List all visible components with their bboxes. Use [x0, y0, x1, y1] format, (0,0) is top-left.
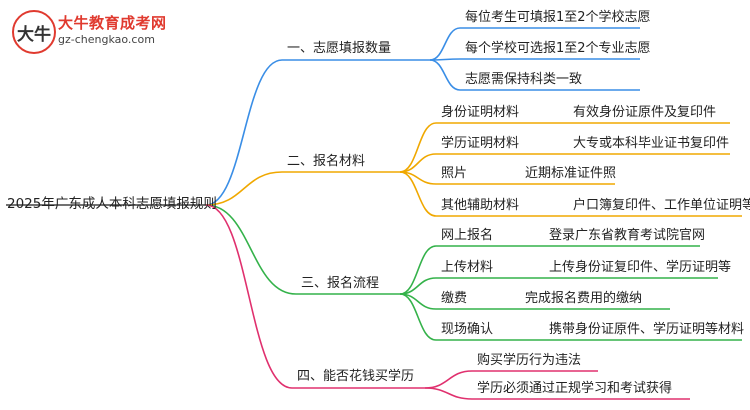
leaf-education-proof: 学历证明材料 — [441, 136, 520, 151]
detail-upload-materials: 上传身份证复印件、学历证明等 — [549, 260, 732, 275]
branch-quantity: 一、志愿填报数量 — [287, 41, 392, 56]
leaf-major-choices: 每个学校可选报1至2个专业志愿 — [465, 41, 651, 56]
detail-online-registration: 登录广东省教育考试院官网 — [549, 228, 706, 243]
leaf-consistent-category: 志愿需保持科类一致 — [465, 72, 583, 87]
branch4-leaf-connector-1 — [424, 387, 473, 400]
logo-badge-icon: 大牛 — [12, 10, 56, 54]
branch1-connector — [205, 59, 283, 206]
leaf-photo: 照片 — [441, 166, 468, 181]
logo-title: 大牛教育成考网 — [58, 14, 167, 32]
leaf-other-materials: 其他辅助材料 — [441, 198, 520, 213]
branch-materials: 二、报名材料 — [287, 154, 366, 169]
branch4-leaf-connector-0 — [424, 370, 473, 389]
logo-url: gz-chengkao.com — [58, 33, 155, 46]
branch3-connector — [205, 204, 297, 295]
detail-id-proof: 有效身份证原件及复印件 — [573, 105, 717, 120]
branch4-connector — [205, 204, 293, 389]
detail-onsite-confirmation: 携带身份证原件、学历证明等材料 — [549, 322, 745, 337]
detail-other-materials: 户口簿复印件、工作单位证明等 — [573, 198, 750, 213]
leaf-formal-study: 学历必须通过正规学习和考试获得 — [477, 381, 673, 396]
leaf-payment: 缴费 — [441, 291, 468, 306]
leaf-upload-materials: 上传材料 — [441, 260, 494, 275]
branch2-connector — [205, 171, 283, 206]
branch2-leaf-connector-0 — [399, 122, 437, 173]
branch3-leaf-connector-3 — [399, 293, 437, 341]
detail-education-proof: 大专或本科毕业证书复印件 — [573, 136, 730, 151]
branch2-leaf-connector-3 — [399, 171, 437, 217]
leaf-online-registration: 网上报名 — [441, 228, 494, 243]
branch-process: 三、报名流程 — [301, 276, 380, 291]
root-topic: 2025年广东成人本科志愿填报规则 — [7, 196, 217, 212]
detail-photo: 近期标准证件照 — [525, 166, 617, 181]
leaf-school-choices: 每位考生可填报1至2个学校志愿 — [465, 10, 651, 25]
branch3-leaf-connector-0 — [399, 245, 437, 295]
detail-payment: 完成报名费用的缴纳 — [525, 291, 643, 306]
site-logo: 大牛 大牛教育成考网 gz-chengkao.com — [12, 8, 172, 54]
leaf-onsite-confirmation: 现场确认 — [441, 322, 494, 337]
leaf-id-proof: 身份证明材料 — [441, 105, 520, 120]
leaf-illegal-purchase: 购买学历行为违法 — [477, 353, 582, 368]
branch1-leaf-connector-0 — [429, 27, 461, 61]
branch1-leaf-connector-2 — [429, 59, 461, 91]
branch-buy-degree: 四、能否花钱买学历 — [297, 369, 415, 384]
